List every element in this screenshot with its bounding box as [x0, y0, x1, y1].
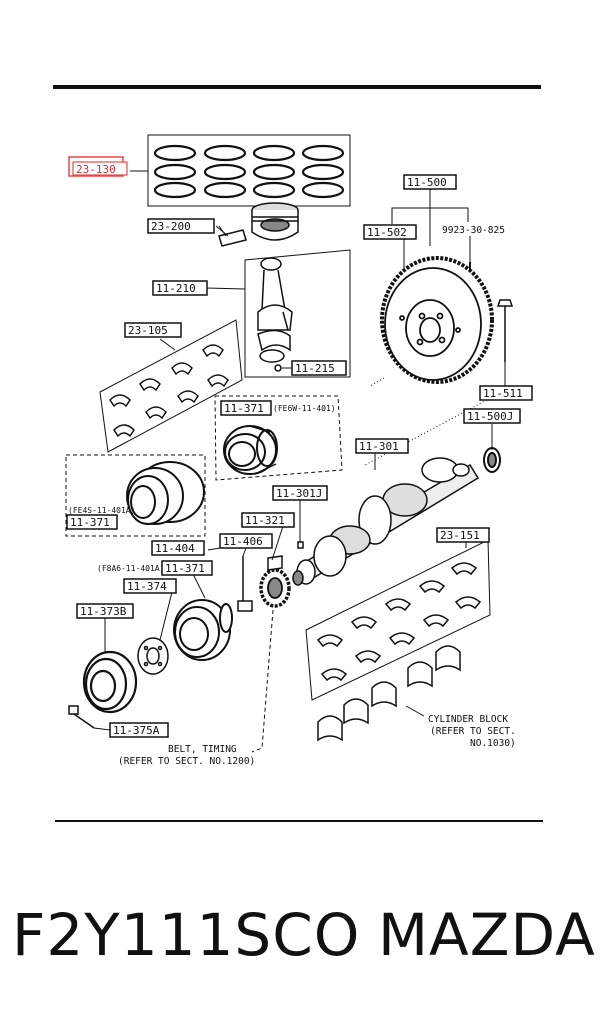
note-line: NO.1030): [470, 738, 516, 749]
brand-name: MAZDA: [378, 901, 596, 969]
callout-9923-30-825: 9923-30-825: [442, 225, 505, 236]
callout-label: 9923-30-825: [442, 225, 505, 236]
damper-pulley-icon: [82, 650, 138, 714]
piston-icon: [251, 202, 299, 241]
callout-label: 11-210: [156, 282, 196, 295]
callout-11-374: 11-374: [123, 578, 177, 594]
callout-label: 23-151: [440, 529, 480, 542]
crank-bolt-icon: [237, 556, 253, 612]
pulley-bolt-icon: [68, 705, 95, 729]
callout-label: 11-500J: [467, 410, 513, 423]
callout-11-511: 11-511: [479, 385, 533, 401]
flywheel-icon: [380, 256, 494, 384]
timing-pulley-icon: [259, 568, 291, 608]
bearing-caps-group: [317, 645, 461, 742]
callout-11-406: 11-406: [219, 533, 273, 549]
callout-label: 11-404: [155, 542, 195, 555]
rear-oil-seal-icon: [483, 447, 501, 473]
callout-11-500: 11-500: [403, 174, 457, 190]
main-bearings-group: [305, 539, 491, 701]
callout-note: (F8A6-11-401A): [97, 564, 164, 573]
note-cylinder-block: CYLINDER BLOCK (REFER TO SECT. NO.1030): [428, 714, 516, 749]
callout-11-373B: 11-373B: [76, 603, 134, 619]
callout-label: 11-374: [127, 580, 167, 593]
callout-label: 11-301J: [276, 487, 322, 500]
crank-pulley-fe4s-icon: [126, 461, 205, 525]
conrod-bearings-group: [99, 319, 243, 453]
callout-11-301J: 11-301J: [272, 485, 328, 501]
note-line: BELT, TIMING: [168, 744, 237, 755]
callout-23-130: 23-130: [68, 156, 128, 177]
callout-label: 11-373B: [80, 605, 127, 618]
crank-pulley-fe6w-icon: [223, 425, 278, 475]
callout-23-151: 23-151: [436, 527, 490, 543]
piston-pin-icon: [218, 225, 247, 247]
callout-label: 11-375A: [113, 724, 160, 737]
callout-label: 11-371: [224, 402, 264, 415]
piston-rings-group: [130, 134, 351, 207]
callout-11-502: 11-502: [363, 224, 417, 240]
callout-label: 23-105: [128, 324, 168, 337]
callout-label: 11-371: [165, 562, 205, 575]
callout-11-215: 11-215: [291, 360, 347, 376]
dashed-box-fe6w: [214, 395, 343, 481]
callout-11-371-f8a6: (F8A6-11-401A) 11-371: [97, 560, 213, 576]
callout-11-210: 11-210: [152, 280, 208, 296]
callout-label: 11-502: [367, 226, 407, 239]
callout-label: 11-301: [359, 440, 399, 453]
callout-23-200: 23-200: [147, 218, 215, 234]
callout-label: 11-500: [407, 176, 447, 189]
crank-pulley-f8a6-icon: [173, 599, 233, 661]
flywheel-bolt-icon: [469, 262, 514, 362]
callout-label: 11-371: [70, 516, 110, 529]
callout-label: 11-511: [483, 387, 523, 400]
callout-label: 11-406: [223, 535, 263, 548]
callout-label: 23-200: [151, 220, 191, 233]
note-line: (REFER TO SECT.: [430, 726, 516, 737]
callout-label: 11-215: [295, 362, 335, 375]
callout-11-371-fe4s: (FE4S-11-401A) 11-371: [66, 506, 135, 530]
callout-note: (FE6W-11-401): [273, 404, 336, 413]
callout-note: (FE4S-11-401A): [68, 506, 135, 515]
callout-11-301: 11-301: [355, 438, 409, 454]
callout-11-375A: 11-375A: [109, 722, 169, 738]
crankshaft-icon: [292, 457, 480, 586]
callout-11-371-fe6w: 11-371 (FE6W-11-401): [220, 400, 336, 416]
callout-label: 23-130: [76, 163, 116, 176]
note-line: (REFER TO SECT. NO.1200): [118, 756, 255, 767]
footer: F2Y111SCO MAZDA: [0, 900, 600, 980]
pulley-plate-icon: [137, 637, 169, 675]
dashed-box-fe4s: [65, 454, 206, 537]
part-code: F2Y111SCO: [12, 901, 361, 969]
note-belt-timing: BELT, TIMING (REFER TO SECT. NO.1200): [118, 744, 255, 767]
callout-label: 11-321: [245, 514, 285, 527]
callout-11-404: 11-404: [151, 540, 205, 556]
connecting-rod-group: [244, 249, 351, 378]
callout-23-105: 23-105: [124, 322, 182, 338]
callout-11-321: 11-321: [241, 512, 295, 528]
note-line: CYLINDER BLOCK: [428, 714, 508, 725]
callout-11-500J: 11-500J: [463, 408, 521, 424]
